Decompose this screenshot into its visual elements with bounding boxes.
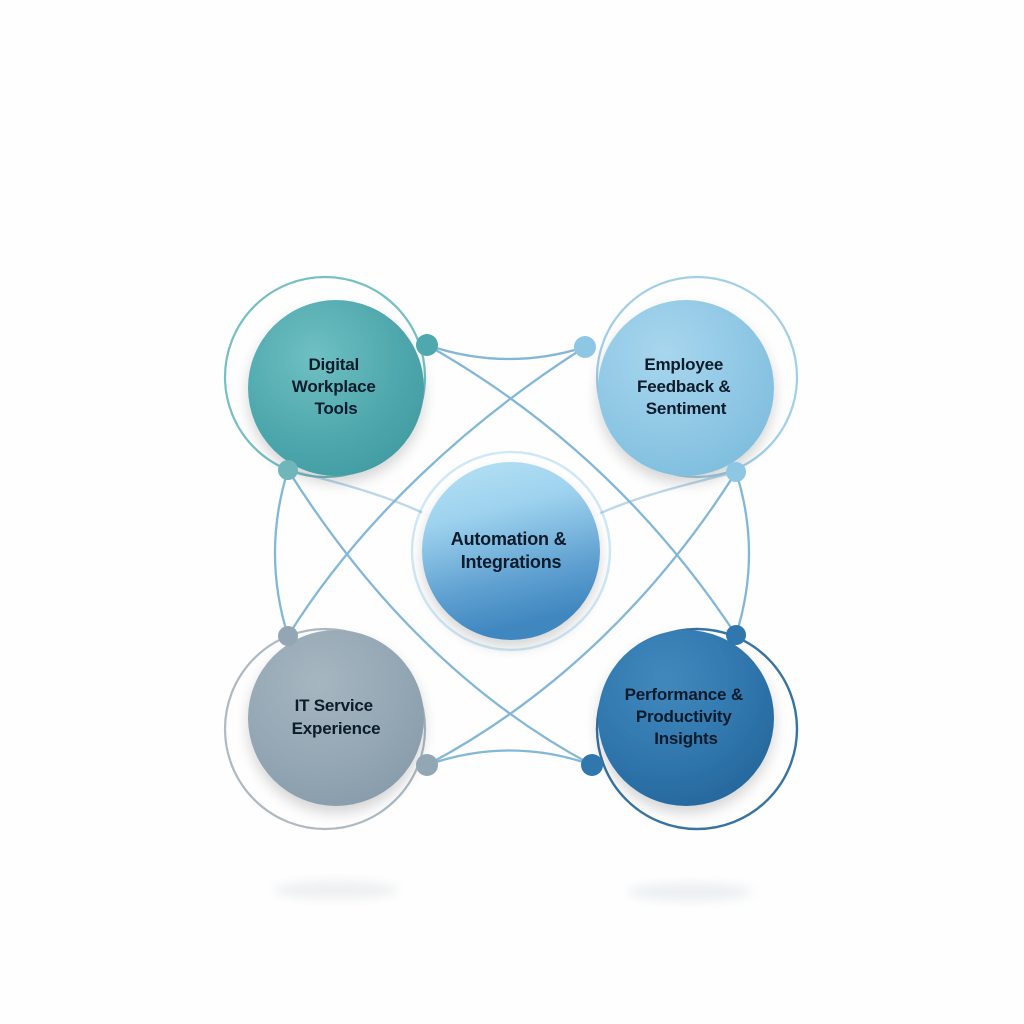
node-performance-productivity-insights[interactable]: Performance & Productivity Insights: [598, 630, 774, 806]
connector-dot-top-right[interactable]: [574, 336, 596, 358]
ring-arc-digital-workplace-tools: [223, 275, 427, 479]
connector-dot-bottom-left[interactable]: [416, 754, 438, 776]
node-circle-performance-productivity-insights[interactable]: [598, 630, 774, 806]
node-circle-automation-integrations[interactable]: [422, 462, 600, 640]
link-top-left-to-bottom-right: [425, 343, 738, 637]
link-top-right-to-bottom-right: [734, 470, 751, 637]
node-automation-integrations[interactable]: Automation & Integrations: [414, 454, 608, 648]
outer-ring-arcs: [223, 275, 799, 831]
node-circle-digital-workplace-tools[interactable]: [248, 300, 424, 476]
link-bottom-left-to-bottom-right: [425, 749, 594, 767]
node-circle-employee-feedback-sentiment[interactable]: [598, 300, 774, 476]
ring-arc-performance-productivity-insights: [595, 627, 799, 831]
link-left-upper-to-bottom-right: [286, 468, 594, 767]
ring-arc-automation-integrations: [410, 450, 612, 652]
ground-shadows: [274, 881, 752, 901]
connector-dot-top-left[interactable]: [416, 334, 438, 356]
connector-dot-bottom-right[interactable]: [581, 754, 603, 776]
link-right-upper-to-bottom-left: [425, 470, 738, 767]
connector-dots: [278, 334, 746, 776]
link-top-left-outer-to-center: [286, 468, 439, 522]
connector-dot-right-lower[interactable]: [726, 625, 746, 645]
link-top-left-to-bottom-left: [273, 468, 290, 638]
node-circle-it-service-experience[interactable]: [248, 630, 424, 806]
connector-dot-left-upper[interactable]: [278, 460, 298, 480]
link-top-right-to-bottom-left: [286, 345, 587, 638]
connector-dot-left-lower[interactable]: [278, 626, 298, 646]
ring-arc-it-service-experience: [223, 627, 427, 831]
node-digital-workplace-tools[interactable]: Digital Workplace Tools: [248, 300, 424, 476]
connector-dot-right-upper[interactable]: [726, 462, 746, 482]
ring-arc-employee-feedback-sentiment: [595, 275, 799, 479]
node-employee-feedback-sentiment[interactable]: Employee Feedback & Sentiment: [598, 300, 774, 476]
node-it-service-experience[interactable]: IT Service Experience: [248, 630, 424, 806]
link-top-left-to-top-right: [425, 343, 587, 361]
